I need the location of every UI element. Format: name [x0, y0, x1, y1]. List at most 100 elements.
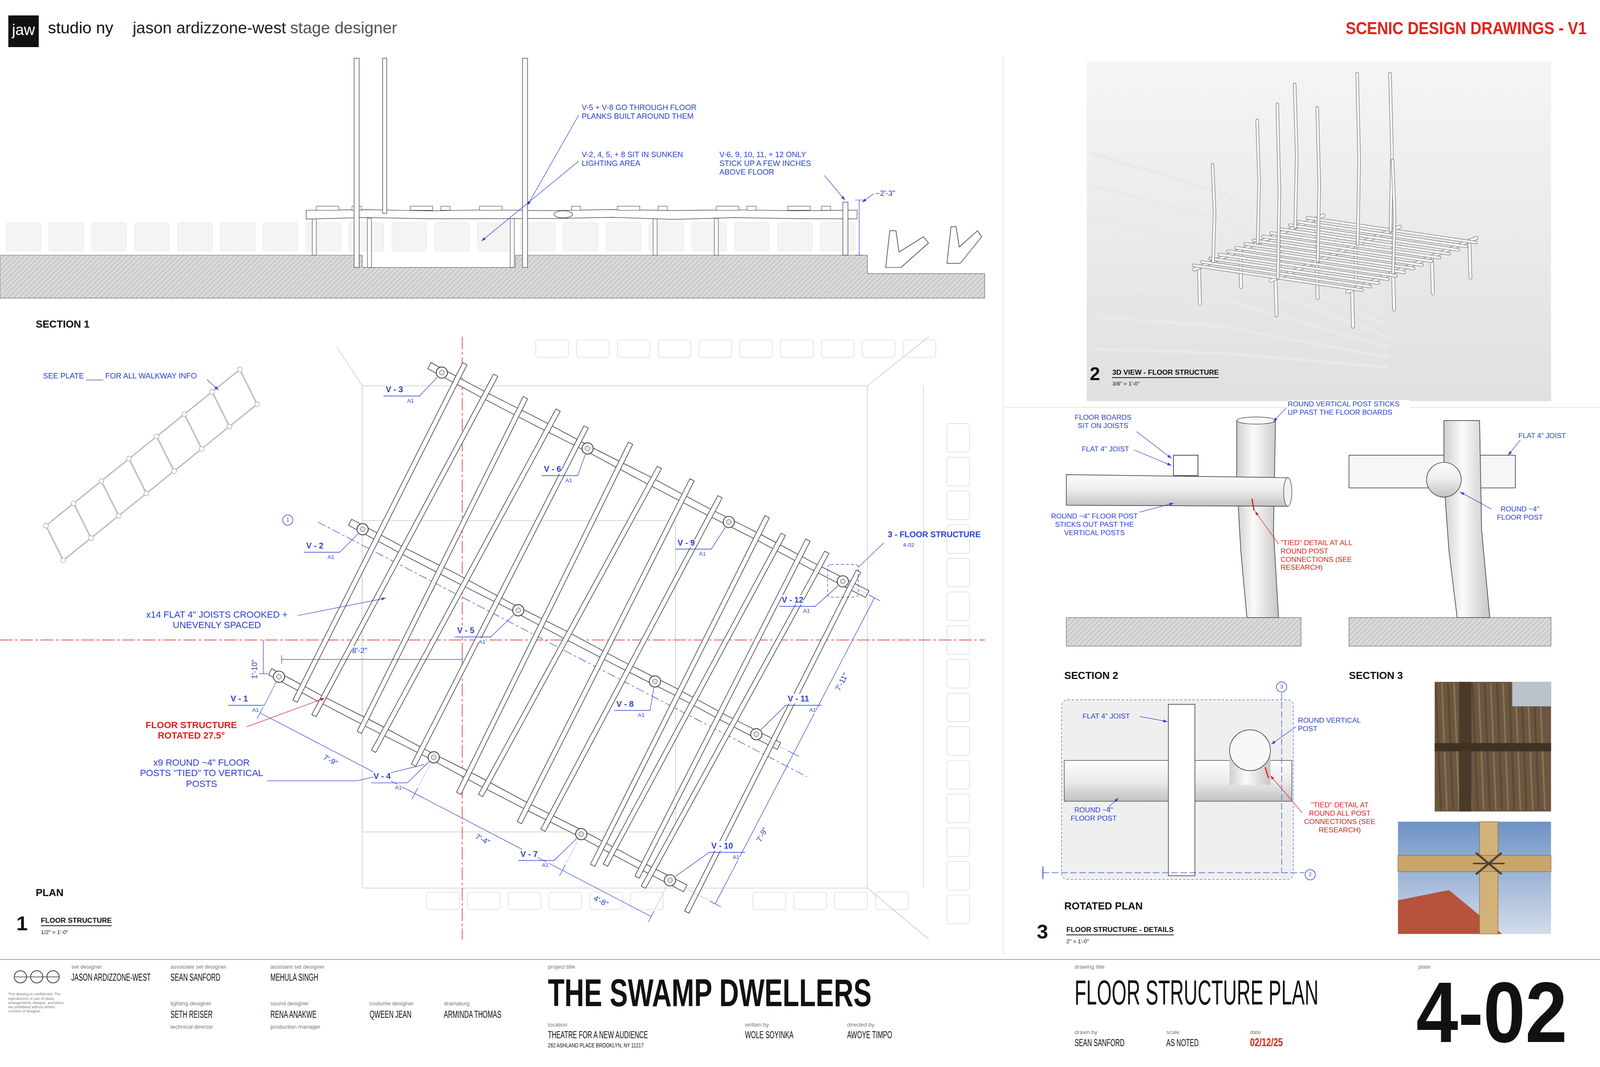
sheet-ref: A1: [327, 553, 335, 560]
section-3: [1349, 420, 1552, 646]
short-post: [714, 218, 719, 255]
flat-joist-face: [1297, 221, 1467, 247]
tag-leader: [577, 454, 586, 476]
dimension: 1'-10": [250, 659, 259, 679]
audience-seat: [777, 222, 813, 252]
audience-seat: [391, 222, 427, 252]
credit-role: project title: [547, 963, 575, 970]
credit-role: associate set designer: [170, 963, 227, 970]
audience-seat: [220, 222, 255, 252]
section-marker: [1276, 681, 1287, 692]
research-photos: [1397, 681, 1551, 934]
stage-floor: [0, 255, 985, 298]
credit-role: location: [547, 1021, 568, 1028]
detail-note: ROUND VERTICAL POST: [1297, 716, 1362, 733]
extension-line: [655, 887, 667, 909]
view-number: 3: [1036, 919, 1048, 943]
walkway-rail: [63, 404, 258, 561]
floor-board: [316, 206, 339, 211]
vertical-post-core: [840, 578, 846, 584]
leader: [1270, 775, 1303, 813]
credit-role: date: [1250, 1028, 1261, 1035]
tag-leader: [340, 533, 359, 553]
node-heading: jaw: [12, 21, 35, 39]
credit-role: written by: [745, 1021, 770, 1028]
floor-board: [787, 206, 811, 211]
round-vertical-post: [1443, 420, 1490, 618]
seat-row: [1091, 218, 1388, 327]
studio-name: studio ny: [47, 18, 114, 38]
leader-head: [1270, 775, 1275, 780]
section-1: [0, 58, 985, 299]
floor-board: [658, 206, 668, 211]
dimension-tick: [787, 750, 799, 757]
credit-role: dramaturg: [443, 1000, 470, 1007]
vertical-post-core: [360, 526, 365, 532]
credit-role: costume designer: [369, 1000, 414, 1007]
vertical-post-core: [652, 678, 658, 684]
view-3d: [1086, 61, 1551, 402]
sheet-ref: A1: [395, 784, 402, 791]
post-tag: V - 3: [385, 384, 403, 395]
tie-note: "TIED" DETAIL AT ROUND ALL POST CONNECTI…: [1302, 800, 1377, 834]
flat-joist: [292, 362, 468, 703]
vertical-post: [837, 575, 849, 587]
post-tag: V - 8: [616, 699, 634, 709]
section-marker: [282, 515, 293, 525]
logo: [14, 970, 60, 983]
dimension-tick: [855, 199, 864, 200]
credit-name: MEHULA SINGH: [270, 971, 319, 983]
flat-joist: [478, 466, 662, 797]
dimension-line: [715, 597, 875, 904]
leader: [1271, 726, 1296, 745]
post-top: [1236, 416, 1276, 424]
credit-role: scale: [1166, 1028, 1180, 1035]
audience-seat: [658, 340, 691, 358]
sheet-ref: A1: [541, 861, 549, 868]
sheet-divider: [1002, 56, 1004, 955]
audience-seat: [306, 222, 341, 252]
audience-seat: [947, 591, 970, 621]
chair: [885, 230, 929, 268]
leader-head: [320, 697, 325, 701]
section-marker: [1305, 869, 1315, 880]
leader-head: [1508, 450, 1513, 455]
audience-seat: [780, 340, 813, 358]
address: 262 ASHLAND PLACE BROOKLYN, NY 11217: [547, 1041, 644, 1049]
tall-post: [1390, 73, 1393, 231]
flat-joist: [590, 515, 770, 867]
floor-board: [716, 206, 739, 211]
leader-head: [1167, 454, 1172, 459]
tag-leader: [815, 585, 838, 607]
detail-note: FLAT 4" JOIST: [1081, 445, 1130, 454]
walkway-post: [171, 468, 177, 474]
short-post: [652, 218, 658, 255]
vertical-post-core: [439, 370, 445, 375]
credit-role: drawn by: [1074, 1028, 1098, 1035]
walkway-rung: [184, 414, 203, 449]
walkway-post: [43, 522, 49, 528]
tall-post: [1294, 84, 1297, 228]
tall-post-face: [1317, 107, 1320, 261]
title-block-rule: [0, 958, 1600, 960]
audience-seat: [947, 760, 970, 789]
audience-seat: [947, 895, 970, 924]
audience-seat: [947, 726, 970, 756]
post-tag: V - 6: [543, 464, 561, 474]
leader-head: [1169, 502, 1174, 506]
thatch-photo: [1434, 681, 1551, 812]
floor-plan: [0, 336, 985, 939]
walkway-rung: [240, 369, 258, 405]
section-line: [1281, 692, 1282, 873]
drawing: [0, 56, 1600, 983]
vertical-post: [354, 58, 360, 268]
dimension: 7'-11": [833, 671, 850, 693]
leader-head: [1255, 511, 1259, 516]
flat-joist: [517, 478, 695, 824]
sheet-ref: A1: [809, 706, 816, 713]
leader: [1136, 431, 1172, 459]
walkway-post: [116, 513, 122, 519]
sheet-ref: A1: [802, 607, 810, 614]
walkway-post: [126, 456, 132, 462]
vertical-post: [357, 523, 369, 535]
